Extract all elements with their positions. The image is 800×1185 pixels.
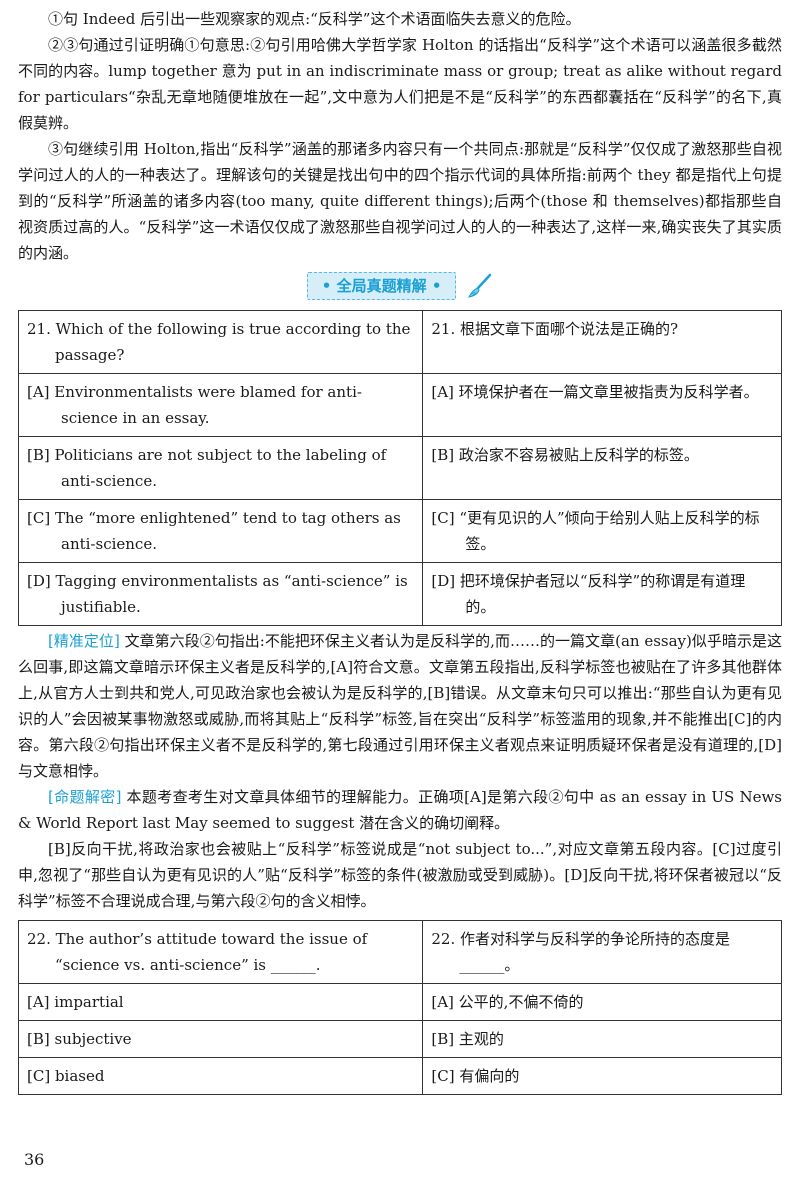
option-a-en: [A] impartial (17, 983, 424, 1021)
section-title: • 全局真题精解 • (306, 272, 457, 300)
question-22-table: 22. The author’s attitude toward the iss… (17, 920, 782, 1095)
option-b-zh: [B] 主观的 (422, 1020, 782, 1058)
table-row: [B] Politicians are not subject to the l… (17, 436, 782, 500)
analysis-paragraph-2: [命题解密] 本题考查考生对文章具体细节的理解能力。正确项[A]是第六段②句中 … (18, 784, 782, 836)
analysis-paragraph-1: [精准定位] 文章第六段②句指出:不能把环保主义者认为是反科学的,而……的一篇文… (18, 628, 782, 784)
option-c-zh: [C] 有偏向的 (422, 1057, 782, 1095)
option-b-en: [B] Politicians are not subject to the l… (17, 436, 424, 500)
option-c-en: [C] biased (17, 1057, 424, 1095)
option-b-en: [B] subjective (17, 1020, 424, 1058)
intro-paragraph-2: ②③句通过引证明确①句意思:②句引用哈佛大学哲学家 Holton 的话指出“反科… (18, 36, 782, 132)
question-decode-tag: [命题解密] (48, 788, 122, 806)
question-21-en: 21. Which of the following is true accor… (17, 310, 424, 374)
option-c-zh: [C] “更有见识的人”倾向于给别人贴上反科学的标签。 (422, 499, 782, 563)
option-b-zh: [B] 政治家不容易被贴上反科学的标签。 (422, 436, 782, 500)
table-row: [C] The “more enlightened” tend to tag o… (17, 499, 782, 563)
table-row: [A] Environmentalists were blamed for an… (17, 373, 782, 437)
analysis-section: [精准定位] 文章第六段②句指出:不能把环保主义者认为是反科学的,而……的一篇文… (18, 628, 782, 914)
option-d-zh: [D] 把环境保护者冠以“反科学”的称谓是有道理的。 (422, 562, 782, 626)
option-a-zh: [A] 公平的,不偏不倚的 (422, 983, 782, 1021)
analysis-text-1: 文章第六段②句指出:不能把环保主义者认为是反科学的,而……的一篇文章(an es… (18, 632, 782, 780)
brush-icon (465, 272, 493, 300)
question-22-zh: 22. 作者对科学与反科学的争论所持的态度是______。 (422, 920, 782, 984)
precise-location-tag: [精准定位] (48, 632, 120, 650)
table-row: [A] impartial [A] 公平的,不偏不倚的 (17, 983, 782, 1021)
table-row: [D] Tagging environmentalists as “anti-s… (17, 562, 782, 626)
page-content: ①句 Indeed 后引出一些观察家的观点:“反科学”这个术语面临失去意义的危险… (17, 6, 782, 1095)
analysis-paragraph-3: [B]反向干扰,将政治家也会被贴上“反科学”标签说成是“not subject … (18, 840, 782, 910)
page-number: 36 (24, 1150, 45, 1169)
table-row: 22. The author’s attitude toward the iss… (17, 920, 782, 984)
option-c-en: [C] The “more enlightened” tend to tag o… (17, 499, 424, 563)
question-21-table: 21. Which of the following is true accor… (17, 310, 782, 626)
intro-paragraph-1: ①句 Indeed 后引出一些观察家的观点:“反科学”这个术语面临失去意义的危险… (48, 10, 581, 28)
table-row: [B] subjective [B] 主观的 (17, 1020, 782, 1058)
intro-paragraph-3: ③句继续引用 Holton,指出“反科学”涵盖的那诸多内容只有一个共同点:那就是… (18, 140, 782, 262)
question-21-zh: 21. 根据文章下面哪个说法是正确的? (422, 310, 782, 374)
section-header: • 全局真题精解 • (18, 272, 782, 302)
option-a-en: [A] Environmentalists were blamed for an… (17, 373, 424, 437)
table-row: 21. Which of the following is true accor… (17, 310, 782, 374)
intro-section: ①句 Indeed 后引出一些观察家的观点:“反科学”这个术语面临失去意义的危险… (18, 6, 782, 266)
question-22-en: 22. The author’s attitude toward the iss… (17, 920, 424, 984)
option-d-en: [D] Tagging environmentalists as “anti-s… (17, 562, 424, 626)
table-row: [C] biased [C] 有偏向的 (17, 1057, 782, 1095)
analysis-text-2: 本题考查考生对文章具体细节的理解能力。正确项[A]是第六段②句中 as an e… (18, 788, 782, 832)
option-a-zh: [A] 环境保护者在一篇文章里被指责为反科学者。 (422, 373, 782, 437)
